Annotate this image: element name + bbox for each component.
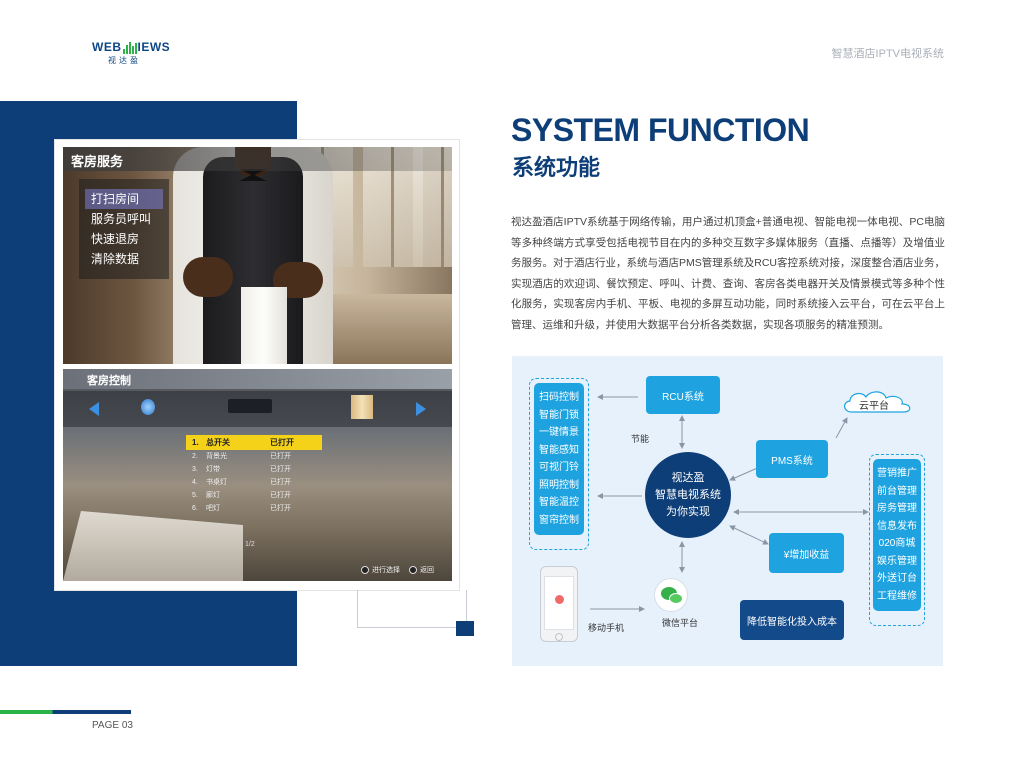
air-conditioner-icon[interactable]	[228, 399, 272, 413]
page-indicator: 1/2	[245, 541, 255, 548]
connector-line	[357, 627, 457, 628]
switch-row[interactable]: 6. 吧灯 已打开	[192, 505, 291, 512]
menu-item-call[interactable]: 服务员呼叫	[91, 212, 152, 226]
left-dash-border	[529, 378, 589, 550]
logo-text-left: WEB	[92, 40, 122, 54]
system-diagram: 扫码控制 智能门锁 一键情景 智能感知 可视门铃 照明控制 智能温控 窗帘控制 …	[512, 356, 943, 666]
ok-button-icon	[361, 566, 369, 574]
menu-item-clear[interactable]: 清除数据	[91, 252, 140, 266]
arrow-left-icon[interactable]	[89, 402, 99, 416]
remote-hint: 进行选择 返回	[361, 565, 434, 575]
center-system-circle: 视达盈 智慧电视系统 为你实现	[645, 452, 731, 538]
room-service-list: 打扫房间 服务员呼叫 快速退房 清除数据	[79, 179, 169, 279]
logo-subtitle: 视达盈	[108, 56, 141, 65]
pms-system-box: PMS系统	[756, 440, 828, 478]
smart-control-item: 智能温控	[539, 497, 579, 508]
body-paragraph: 视达盈酒店IPTV系统基于网络传输，用户通过机顶盒+普通电视、智能电视一体电视、…	[511, 216, 945, 331]
back-button-icon	[409, 566, 417, 574]
arrow-right-icon[interactable]	[416, 402, 426, 416]
smart-control-item: 可视门铃	[539, 462, 579, 473]
smart-control-item: 窗帘控制	[539, 514, 579, 526]
smart-control-list: 扫码控制 智能门锁 一键情景 智能感知 可视门铃 照明控制 智能温控 窗帘控制	[534, 383, 584, 535]
logo-bars-icon	[122, 42, 137, 54]
room-service-title: 客房服务	[63, 147, 452, 171]
cloud-label: 云平台	[859, 401, 889, 412]
menu-item-checkout[interactable]: 快速退房	[91, 232, 140, 246]
energy-label: 节能	[631, 434, 650, 444]
management-item: 信息发布	[877, 520, 917, 532]
income-box: ¥增加收益	[769, 533, 844, 573]
room-service-menu: 客房服务 打扫房间 服务员呼叫 快速退房 清除数据	[63, 147, 452, 364]
brand-logo: WEB IEWS 视达盈	[92, 40, 172, 66]
title-chinese: 系统功能	[512, 155, 601, 180]
mobile-label: 移动手机	[588, 623, 625, 633]
hotel-management-list: 营销推广 前台管理 房务管理 信息发布 020商城 娱乐管理 外送订台 工程维修	[873, 459, 921, 611]
right-dash-border	[869, 454, 925, 626]
title-english: SYSTEM FUNCTION	[511, 112, 810, 148]
connector-line	[357, 590, 358, 628]
header-title: 智慧酒店IPTV电视系统	[831, 48, 944, 60]
management-item: 房务管理	[877, 503, 917, 514]
menu-item-clean[interactable]: 打扫房间	[85, 189, 163, 209]
management-item: 前台管理	[877, 485, 917, 497]
management-item: 营销推广	[877, 468, 917, 479]
page-number: PAGE 03	[92, 720, 133, 731]
smart-control-item: 智能门锁	[539, 409, 579, 421]
bed-decor	[63, 511, 243, 581]
smart-control-item: 一键情景	[539, 427, 579, 438]
cloud-icon	[844, 391, 911, 413]
rcu-system-box: RCU系统	[646, 376, 720, 414]
management-item: 020商城	[878, 538, 916, 549]
logo-text-right: IEWS	[137, 40, 171, 54]
wechat-label: 微信平台	[662, 618, 699, 628]
accent-square	[456, 621, 474, 636]
footer-line	[0, 710, 131, 714]
waiter-figure	[173, 147, 333, 364]
curtain-icon[interactable]	[351, 395, 373, 419]
room-control-title: 客房控制	[63, 369, 452, 389]
switch-row[interactable]: 4. 书桌灯 已打开	[192, 479, 291, 486]
switch-row[interactable]: 3. 灯带 已打开	[192, 466, 291, 473]
switch-table: 1. 总开关 已打开 2. 背景光 已打开 3. 灯带 已打开 4. 书桌灯 已…	[186, 435, 322, 515]
bow-tie-icon	[239, 169, 267, 181]
wechat-icon	[654, 578, 688, 612]
smart-control-item: 扫码控制	[539, 392, 579, 403]
management-item: 工程维修	[877, 590, 917, 602]
connector-line	[466, 590, 467, 622]
switch-row[interactable]: 2. 背景光 已打开	[192, 453, 291, 460]
light-bulb-icon[interactable]	[141, 399, 155, 415]
mobile-phone-icon	[540, 566, 578, 642]
management-item: 外送订台	[877, 573, 917, 584]
switch-row[interactable]: 1. 总开关 已打开	[186, 435, 322, 450]
smart-control-item: 照明控制	[539, 479, 579, 491]
logo-wordmark: WEB IEWS	[92, 40, 172, 54]
management-item: 娱乐管理	[877, 555, 917, 567]
cost-box: 降低智能化投入成本	[740, 600, 844, 640]
switch-row[interactable]: 5. 廊灯 已打开	[192, 492, 291, 499]
smart-control-item: 智能感知	[539, 444, 579, 456]
room-control-screen: 客房控制 1. 总开关 已打开 2. 背景光 已打开 3. 灯带 已打开 4. …	[63, 369, 452, 581]
